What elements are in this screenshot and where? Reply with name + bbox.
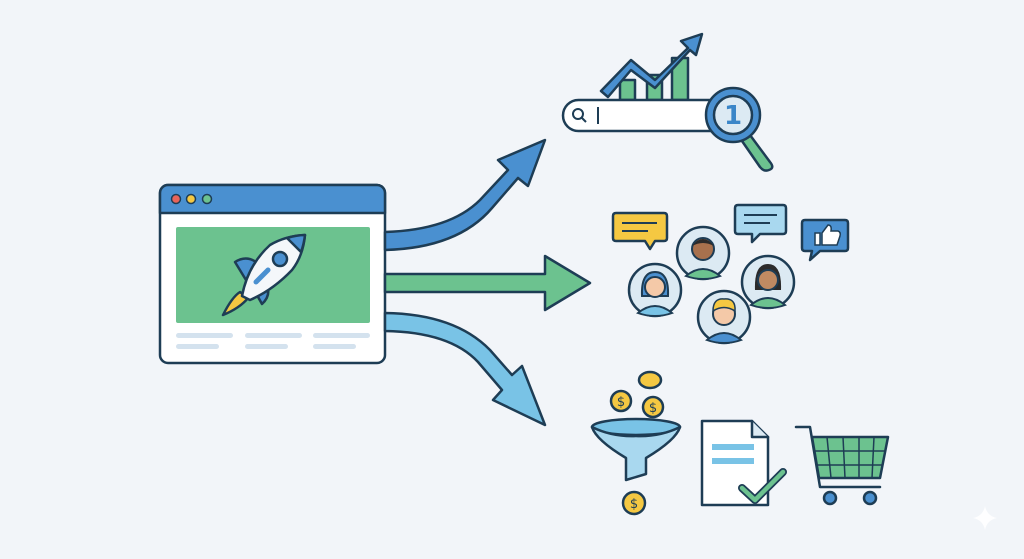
chat-bubble-icon xyxy=(611,211,669,251)
text-lines xyxy=(176,333,370,349)
avatar-icon xyxy=(696,289,752,345)
coin-icon xyxy=(637,370,663,390)
search-icon xyxy=(572,108,587,123)
arrow-right-green xyxy=(383,254,592,312)
chat-bubble-icon xyxy=(733,203,788,244)
seo-ranking: 1 xyxy=(561,32,774,172)
funnel-icon xyxy=(590,417,682,482)
maximize-dot xyxy=(201,193,213,205)
svg-text:$: $ xyxy=(649,401,657,416)
minimize-dot xyxy=(185,193,197,205)
svg-text:$: $ xyxy=(630,497,638,512)
sparkle-icon xyxy=(973,506,997,530)
arrow-up-blue xyxy=(383,138,547,252)
avatar-icon xyxy=(675,225,731,281)
coin-icon: $ xyxy=(641,395,665,419)
shopping-cart-icon xyxy=(794,425,890,506)
thumbs-up-icon xyxy=(800,218,850,262)
avatar-icon xyxy=(740,254,796,310)
coin-icon: $ xyxy=(621,490,647,516)
browser-window xyxy=(158,183,387,365)
rank-number: 1 xyxy=(724,101,742,131)
document-check-icon xyxy=(700,419,787,507)
svg-text:$: $ xyxy=(617,395,625,410)
coin-icon: $ xyxy=(609,389,633,413)
conversion: $ $ $ xyxy=(590,370,890,516)
social-engagement xyxy=(611,203,850,345)
avatar-icon xyxy=(627,262,683,318)
trend-arrow-icon xyxy=(599,32,704,99)
close-dot xyxy=(170,193,182,205)
magnifier-icon: 1 xyxy=(704,86,774,172)
arrow-down-lightblue xyxy=(383,311,547,427)
rocket-icon xyxy=(221,233,307,317)
